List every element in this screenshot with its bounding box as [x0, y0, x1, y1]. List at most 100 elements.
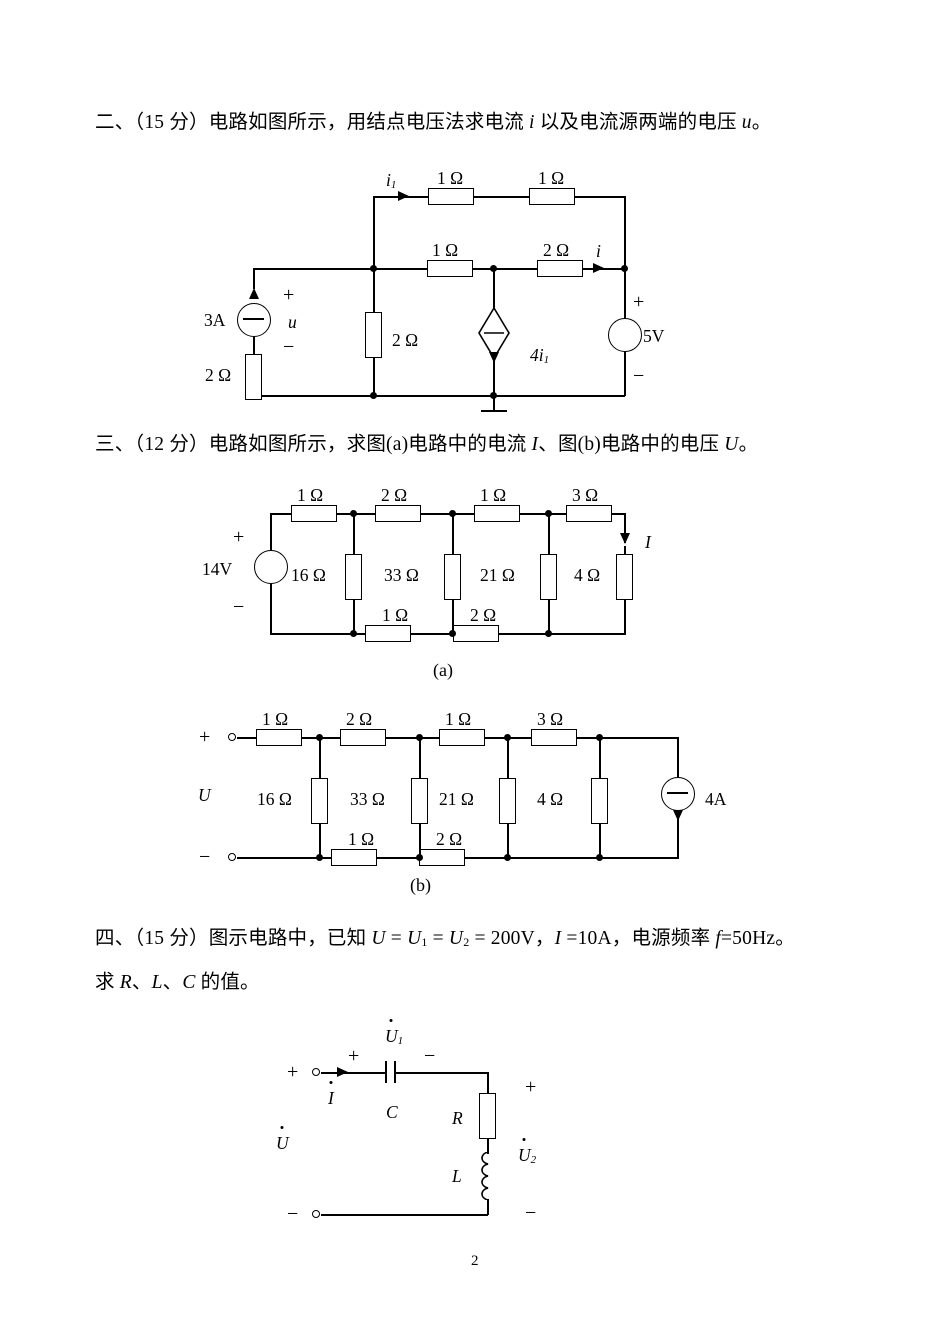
figb-resistor-top-3 [439, 729, 485, 746]
figa-resistor-right [616, 554, 633, 600]
fig1-wire-top-mid [473, 196, 530, 198]
figa-wire-right-c [624, 599, 626, 634]
figa-node-bottom-3 [545, 630, 552, 637]
figa-resistor-shunt-3-label: 21 Ω [480, 565, 515, 585]
figa-resistor-top-1 [291, 505, 337, 522]
fig4-inductor-L-label: L [452, 1166, 462, 1186]
fig1-wire-nodeA-down-2 [373, 357, 375, 396]
figa-wire-top-0 [270, 513, 292, 515]
q4-sub-U2: 2 [463, 935, 470, 949]
figa-wire-top-3 [519, 513, 567, 515]
figb-resistor-bottom-2-label: 2 Ω [436, 829, 463, 849]
figa-resistor-top-3 [474, 505, 520, 522]
question-3-mid: 、图(b)电路中的电压 [538, 434, 725, 455]
figb-resistor-top-1 [256, 729, 302, 746]
q4-l2-d: 的值。 [195, 972, 260, 993]
fig1-wire-mid-1 [253, 268, 428, 270]
figb-resistor-shunt-1-label: 16 Ω [257, 789, 292, 809]
figb-resistor-bottom-1 [331, 849, 377, 866]
q4-l2-b: 、 [131, 972, 152, 993]
fig1-voltage-source [608, 318, 642, 352]
figb-wire-source-b [677, 819, 679, 858]
figa-resistor-top-4 [566, 505, 612, 522]
figb-resistor-bottom-1-label: 1 Ω [348, 829, 375, 849]
figb-resistor-shunt-1 [311, 778, 328, 824]
figb-resistor-shunt-2 [411, 778, 428, 824]
question-3-text: 三、（12 分）电路如图所示，求图(a)电路中的电流 I、图(b)电路中的电压 … [95, 430, 758, 460]
q4-sym-U1: U [407, 928, 422, 949]
figb-node-bottom-3 [504, 854, 511, 861]
figa-resistor-shunt-3 [540, 554, 557, 600]
fig4-U2-sub: 2 [530, 1154, 537, 1166]
fig4-c-plus: + [348, 1045, 360, 1067]
fig1-wire-bottom [253, 395, 625, 397]
fig4-capacitor-label: C [386, 1102, 398, 1122]
figa-source-plus: + [233, 526, 245, 548]
figa-current-I-label: I [645, 532, 651, 552]
figb-resistor-shunt-3 [499, 778, 516, 824]
fig1-voltage-source-label: 5V [643, 326, 665, 346]
fig4-terminal-bottom[interactable] [312, 1210, 320, 1218]
fig1-node-right-mid [621, 265, 628, 272]
figa-voltage-source-label: 14V [202, 559, 233, 579]
figa-resistor-top-1-label: 1 Ω [297, 485, 324, 505]
q4-l2-c: 、 [162, 972, 183, 993]
figa-wire-bottom-1 [410, 633, 454, 635]
figure-a-label: (a) [433, 660, 453, 680]
figb-current-source-label: 4A [705, 789, 727, 809]
figa-wire-shunt2-b [452, 599, 454, 634]
fig1-resistor-shunt-label: 2 Ω [392, 330, 419, 350]
figa-node-bottom-1 [350, 630, 357, 637]
figb-terminal-top[interactable] [228, 733, 236, 741]
fig1-i1-sub: 1 [390, 179, 397, 191]
question-3-symbol-I: I [531, 434, 539, 455]
figb-wire-shunt3-a [507, 737, 509, 779]
figa-wire-shunt3-a [548, 513, 550, 555]
fig4-resistor-R-label: R [452, 1108, 463, 1128]
figb-wire-bottom-1 [376, 857, 420, 859]
figb-wire-shunt2-b [419, 823, 421, 858]
q4-eq1: = [385, 928, 408, 949]
question-3-symbol-U: U [724, 434, 739, 455]
fig4-wire-top-2 [395, 1072, 488, 1074]
fig4-terminal-top[interactable] [312, 1068, 320, 1076]
fig1-wire-nodeB-down-2 [493, 358, 495, 396]
question-4-text-line1: 四、（15 分）图示电路中，已知 U = U1 = U2 = 200V，I =1… [95, 924, 795, 957]
figb-terminal-plus: + [199, 726, 211, 748]
fig1-current-i1-label: i1 [386, 170, 396, 191]
figb-resistor-bottom-2 [419, 849, 465, 866]
figa-resistor-bottom-2 [453, 625, 499, 642]
fig1-resistor-mid-right [537, 260, 583, 277]
figa-source-minus: − [233, 596, 245, 618]
figb-terminal-bottom[interactable] [228, 853, 236, 861]
q4-sub-U1: 1 [421, 935, 428, 949]
figa-wire-right-a [624, 513, 626, 543]
fig1-wire-left-mid [253, 337, 255, 355]
fig1-current-source [237, 303, 271, 337]
figa-wire-shunt3-b [548, 599, 550, 634]
figb-terminal-minus: − [199, 846, 211, 868]
figa-resistor-top-2-label: 2 Ω [381, 485, 408, 505]
fig4-U-sym: U [276, 1133, 289, 1153]
fig4-I-sym: I [328, 1088, 334, 1108]
figa-wire-right-b [624, 546, 626, 555]
fig1-resistor-top-left-label: 1 Ω [437, 168, 464, 188]
fig4-wire-right-2 [487, 1138, 489, 1154]
fig1-resistor-top-left [428, 188, 474, 205]
fig4-out-minus: − [525, 1202, 537, 1224]
figa-wire-top-2 [420, 513, 475, 515]
figa-resistor-bottom-1-label: 1 Ω [382, 605, 409, 625]
fig1-resistor-mid-left [427, 260, 473, 277]
fig1-wire-right-rail [624, 196, 626, 396]
figa-wire-shunt1-a [353, 513, 355, 555]
fig1-wire-nodeA-up [373, 196, 375, 269]
figb-node-bottom-1 [316, 854, 323, 861]
figb-resistor-top-3-label: 1 Ω [445, 709, 472, 729]
fig4-U1-sym: U [385, 1026, 398, 1046]
fig1-resistor-mid-left-label: 1 Ω [432, 240, 459, 260]
fig1-u-minus: − [283, 336, 295, 358]
fig4-wire-top-1 [321, 1072, 386, 1074]
fig4-U-phasor-label: U [276, 1126, 289, 1154]
figb-resistor-shunt-3-label: 21 Ω [439, 789, 474, 809]
